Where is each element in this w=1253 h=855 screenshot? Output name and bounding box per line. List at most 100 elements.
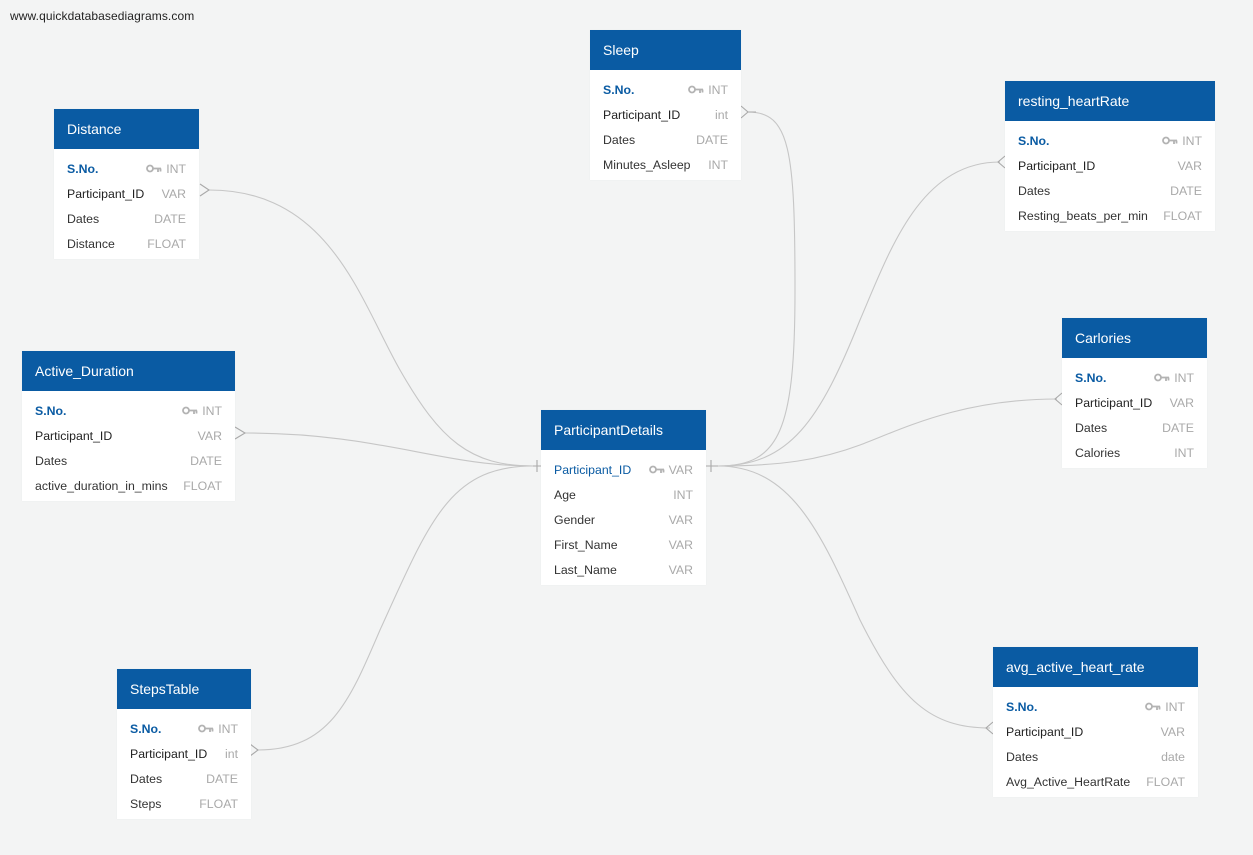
field-type: FLOAT xyxy=(1146,774,1185,789)
table-participant-details[interactable]: ParticipantDetails Participant_ID VAR Ag… xyxy=(541,410,706,585)
one-marker-right xyxy=(706,460,718,472)
field-type: DATE xyxy=(1162,420,1194,435)
field-type: INT xyxy=(688,83,728,97)
table-active-duration[interactable]: Active_Duration S.No. INT Participant_ID… xyxy=(22,351,235,501)
field-type: VAR xyxy=(1160,724,1185,739)
table-header[interactable]: Active_Duration xyxy=(22,351,235,391)
table-header[interactable]: resting_heartRate xyxy=(1005,81,1215,121)
many-marker-distance xyxy=(199,183,210,197)
field-name: S.No. xyxy=(130,721,162,736)
field-row[interactable]: Dates DATE xyxy=(590,127,741,152)
field-row[interactable]: Participant_ID int xyxy=(590,102,741,127)
field-name: S.No. xyxy=(1075,370,1107,385)
field-type: VAR xyxy=(161,186,186,201)
field-type: INT xyxy=(708,157,728,172)
field-row[interactable]: Dates DATE xyxy=(117,766,251,791)
field-type: VAR xyxy=(668,562,693,577)
table-header[interactable]: Sleep xyxy=(590,30,741,70)
table-header[interactable]: StepsTable xyxy=(117,669,251,709)
many-marker-resting-heartrate xyxy=(997,155,1006,169)
field-name: Dates xyxy=(1018,183,1051,198)
field-name: Dates xyxy=(1075,420,1108,435)
field-type: int xyxy=(225,746,238,761)
table-steps[interactable]: StepsTable S.No. INT Participant_ID int … xyxy=(117,669,251,819)
relation-carlories-participant[interactable] xyxy=(717,398,1058,467)
field-type: FLOAT xyxy=(183,478,222,493)
field-name: Participant_ID xyxy=(35,428,113,443)
field-row[interactable]: Participant_ID VAR xyxy=(1005,153,1215,178)
field-name: Gender xyxy=(554,512,596,527)
field-name: Participant_ID xyxy=(554,462,632,477)
field-type: DATE xyxy=(696,132,728,147)
relation-active-duration-participant[interactable] xyxy=(244,432,534,467)
many-marker-carlories xyxy=(1054,392,1063,406)
field-row[interactable]: Dates DATE xyxy=(1062,415,1207,440)
field-type-label: INT xyxy=(1165,699,1185,714)
field-name: Dates xyxy=(603,132,636,147)
field-row-pk[interactable]: S.No. INT xyxy=(54,156,199,181)
field-row-pk[interactable]: S.No. INT xyxy=(590,77,741,102)
field-row[interactable]: Dates DATE xyxy=(54,206,199,231)
key-icon xyxy=(1154,373,1170,382)
field-row[interactable]: active_duration_in_mins FLOAT xyxy=(22,473,235,498)
field-row[interactable]: Participant_ID VAR xyxy=(22,423,235,448)
field-name: Dates xyxy=(35,453,68,468)
field-type: INT xyxy=(182,404,222,418)
relation-avg-active-heart-rate-participant[interactable] xyxy=(717,465,991,729)
table-distance[interactable]: Distance S.No. INT Participant_ID VAR Da… xyxy=(54,109,199,259)
table-header[interactable]: avg_active_heart_rate xyxy=(993,647,1198,687)
field-row-pk[interactable]: S.No. INT xyxy=(993,694,1198,719)
relation-distance-participant[interactable] xyxy=(208,189,534,467)
table-sleep[interactable]: Sleep S.No. INT Participant_ID int Dates… xyxy=(590,30,741,180)
site-watermark: www.quickdatabasediagrams.com xyxy=(10,9,195,23)
field-row-pk[interactable]: S.No. INT xyxy=(117,716,251,741)
field-type: DATE xyxy=(1170,183,1202,198)
key-icon xyxy=(688,85,704,94)
field-row[interactable]: Dates DATE xyxy=(1005,178,1215,203)
field-name: Distance xyxy=(67,236,115,251)
field-row[interactable]: Minutes_Asleep INT xyxy=(590,152,741,177)
relation-steps-participant[interactable] xyxy=(257,465,534,751)
field-row[interactable]: Calories INT xyxy=(1062,440,1207,465)
field-row[interactable]: First_Name VAR xyxy=(541,532,706,557)
table-header[interactable]: Distance xyxy=(54,109,199,149)
key-icon xyxy=(182,406,198,415)
table-avg-active-heart-rate[interactable]: avg_active_heart_rate S.No. INT Particip… xyxy=(993,647,1198,797)
field-row-pk[interactable]: S.No. INT xyxy=(1005,128,1215,153)
field-row[interactable]: Last_Name VAR xyxy=(541,557,706,582)
field-row[interactable]: Dates date xyxy=(993,744,1198,769)
field-row[interactable]: Participant_ID int xyxy=(117,741,251,766)
field-row[interactable]: Age INT xyxy=(541,482,706,507)
field-row[interactable]: Distance FLOAT xyxy=(54,231,199,256)
field-name: Dates xyxy=(67,211,100,226)
many-marker-steps xyxy=(249,743,259,757)
field-type-label: VAR xyxy=(668,462,693,477)
field-type: int xyxy=(715,107,728,122)
field-name: S.No. xyxy=(1018,133,1050,148)
many-marker-sleep xyxy=(740,105,756,119)
field-type: VAR xyxy=(1169,395,1194,410)
field-type: FLOAT xyxy=(199,796,238,811)
field-row[interactable]: Participant_ID VAR xyxy=(54,181,199,206)
table-carlories[interactable]: Carlories S.No. INT Participant_ID VAR D… xyxy=(1062,318,1207,468)
field-name: S.No. xyxy=(603,82,635,97)
table-header[interactable]: Carlories xyxy=(1062,318,1207,358)
field-row[interactable]: Resting_beats_per_min FLOAT xyxy=(1005,203,1215,228)
field-row[interactable]: Participant_ID VAR xyxy=(1062,390,1207,415)
table-resting-heartrate[interactable]: resting_heartRate S.No. INT Participant_… xyxy=(1005,81,1215,231)
field-row[interactable]: Avg_Active_HeartRate FLOAT xyxy=(993,769,1198,794)
field-type-label: INT xyxy=(166,161,186,176)
field-type: INT xyxy=(673,487,693,502)
field-type-label: INT xyxy=(1182,133,1202,148)
field-row-pk[interactable]: S.No. INT xyxy=(1062,365,1207,390)
field-type: DATE xyxy=(206,771,238,786)
relation-sleep-participant[interactable] xyxy=(717,111,796,467)
field-row[interactable]: Gender VAR xyxy=(541,507,706,532)
field-row[interactable]: Steps FLOAT xyxy=(117,791,251,816)
field-row[interactable]: Participant_ID VAR xyxy=(993,719,1198,744)
field-row-pk[interactable]: S.No. INT xyxy=(22,398,235,423)
field-row[interactable]: Dates DATE xyxy=(22,448,235,473)
table-header[interactable]: ParticipantDetails xyxy=(541,410,706,450)
relation-resting-heartrate-participant[interactable] xyxy=(717,161,1001,467)
field-row-pk[interactable]: Participant_ID VAR xyxy=(541,457,706,482)
